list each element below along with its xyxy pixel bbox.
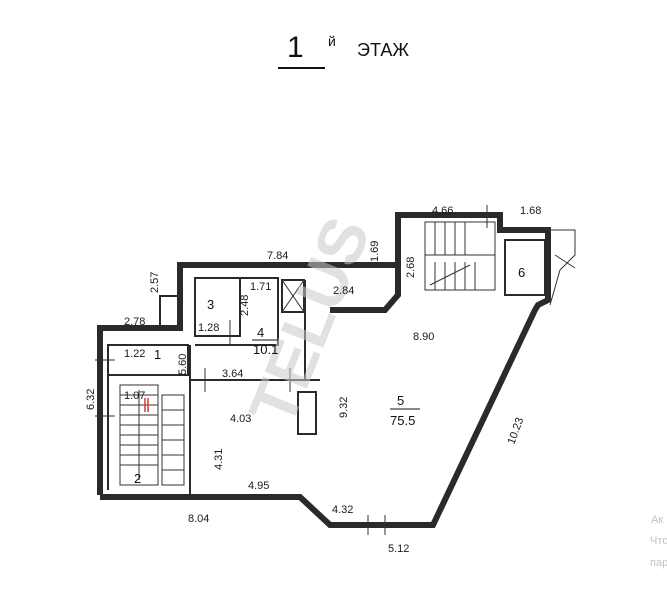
niche-box [159,295,181,329]
corner-text-3: пар [650,557,667,569]
room-3-box [194,277,241,337]
room-label-3: 3 [207,297,214,312]
dim-4-03: 4.03 [230,413,251,425]
room-label-4: 4 [257,325,264,340]
dim-5-12: 5.12 [388,543,409,555]
door-ticks [95,205,576,535]
watermark-text: TELUS [234,207,384,435]
dim-5-60: 5.60 [177,354,189,375]
dim-6-32: 6.32 [85,389,97,410]
dim-4-32: 4.32 [332,504,353,516]
outer-wall-top-right [330,215,401,313]
stair-frame-right [424,221,496,291]
right-stairs [424,221,546,296]
dim-1-69: 1.69 [369,241,381,262]
watermark: TELUS [234,207,384,435]
dim-2-84: 2.84 [333,285,354,297]
dim-1-22: 1.22 [124,348,145,360]
dim-1-28: 1.28 [198,322,219,334]
room-label-2: 2 [134,471,141,486]
room-6-box [504,239,546,296]
corner-text-2: Что [650,535,667,547]
dim-1-07: 1.07 [124,390,145,402]
dim-2-78: 2.78 [124,316,145,328]
corner-text-1: Ак [651,514,663,526]
dim-4-31: 4.31 [213,449,225,470]
room-area-5: 75.5 [390,413,415,428]
floor-title: 1 й ЭТАЖ [278,31,409,69]
dim-1-68: 1.68 [520,205,541,217]
column-box [297,391,317,435]
room-area-4: 10.1 [253,342,278,357]
dim-2-68: 2.68 [405,257,417,278]
dim-7-84: 7.84 [267,250,288,262]
room-1-box [107,344,189,376]
stair-outline [548,229,576,306]
floor-word: ЭТАЖ [357,40,409,60]
dim-3-64: 3.64 [222,368,243,380]
floor-suffix: й [328,33,336,49]
room-label-6: 6 [518,265,525,280]
shaft-cross-2 [281,279,305,313]
dim-1-71: 1.71 [250,281,271,293]
dim-4-95: 4.95 [248,480,269,492]
dim-8-90: 8.90 [413,331,434,343]
dim-8-04: 8.04 [188,513,209,525]
left-stairs [119,384,185,486]
room-4-walls [195,277,279,346]
room-label-1: 1 [154,347,161,362]
dim-10-23: 10.23 [506,416,527,446]
room-label-5: 5 [397,393,404,408]
dim-9-32: 9.32 [338,397,350,418]
dim-4-66: 4.66 [432,205,453,217]
dim-2-57: 2.57 [149,272,161,293]
dim-2-48: 2.48 [239,295,251,316]
floor-number: 1 [287,31,304,64]
